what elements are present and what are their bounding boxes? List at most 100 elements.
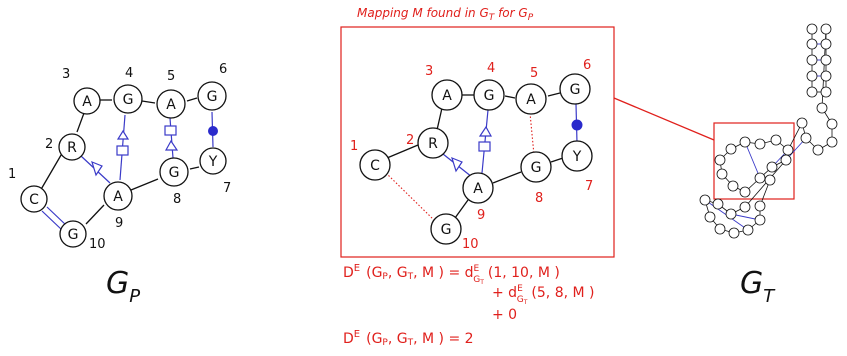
map-missing-1-10 bbox=[385, 172, 437, 223]
gp-node-letter: R bbox=[67, 140, 77, 156]
map-index-6: 6 bbox=[583, 58, 591, 73]
map-node-1: C bbox=[359, 149, 391, 181]
gp-square-5-8 bbox=[164, 125, 177, 136]
gp-edge-8-7 bbox=[189, 166, 200, 170]
gp-node-7: Y bbox=[199, 147, 227, 175]
map-square-4-9 bbox=[478, 141, 491, 152]
gp-node-6: G bbox=[197, 81, 227, 111]
gt-node bbox=[770, 134, 782, 146]
gp-triangle-2-9 bbox=[91, 160, 103, 177]
map-edge-1-2 bbox=[386, 144, 419, 159]
gt-node bbox=[699, 194, 711, 206]
map-node-letter: A bbox=[473, 181, 483, 197]
map-node-5: A bbox=[515, 83, 547, 115]
map-edge-9-8 bbox=[492, 171, 522, 184]
map-missing-5-8 bbox=[529, 112, 535, 156]
map-node-7: Y bbox=[561, 140, 593, 172]
gt-edge bbox=[744, 159, 787, 208]
map-node-3: A bbox=[431, 79, 463, 111]
gt-node bbox=[806, 54, 818, 66]
map-edge-4-5 bbox=[504, 95, 516, 99]
gt-node bbox=[742, 224, 754, 236]
gp-node-5: A bbox=[156, 89, 186, 119]
map-node-6: G bbox=[559, 73, 591, 105]
map-node-letter: G bbox=[441, 222, 452, 238]
map-index-2: 2 bbox=[406, 133, 414, 148]
gp-edge-9-8 bbox=[130, 178, 159, 191]
gt-node bbox=[754, 200, 766, 212]
gp-edge-9-10 bbox=[85, 204, 105, 225]
gp-triangle-4-9 bbox=[116, 129, 130, 140]
map-node-letter: R bbox=[428, 136, 438, 152]
gt-node bbox=[716, 168, 728, 180]
gt-pair bbox=[744, 141, 761, 179]
gt-node bbox=[820, 86, 832, 98]
gt-node bbox=[766, 161, 778, 173]
map-index-1: 1 bbox=[350, 139, 358, 154]
gp-node-1: C bbox=[20, 185, 48, 213]
gp-node-letter: Y bbox=[208, 154, 218, 170]
gp-node-2: R bbox=[58, 133, 86, 161]
map-triangle-2-9 bbox=[451, 156, 463, 173]
gt-node bbox=[764, 174, 776, 186]
map-index-10: 10 bbox=[462, 237, 479, 252]
gt-node bbox=[806, 70, 818, 82]
gt-node bbox=[727, 180, 739, 192]
gp-pair-1-10-a bbox=[41, 210, 63, 231]
gp-edge-4-5 bbox=[141, 100, 156, 104]
map-edge-8-7 bbox=[550, 157, 564, 163]
gp-index-2: 2 bbox=[45, 137, 53, 152]
gt-node bbox=[739, 186, 751, 198]
map-edge-2-3 bbox=[436, 107, 443, 131]
formula-line-3: + 0 bbox=[492, 307, 517, 323]
mapping-panel: Mapping M found in GT for GP C R A G A G… bbox=[340, 6, 615, 258]
gt-node bbox=[820, 23, 832, 35]
gp-node-letter: C bbox=[29, 192, 39, 208]
map-node-10: G bbox=[430, 213, 462, 245]
map-index-5: 5 bbox=[530, 66, 538, 81]
gt-node bbox=[826, 118, 838, 130]
map-triangle-4-9 bbox=[478, 125, 493, 137]
gp-node-10: G bbox=[59, 220, 87, 248]
gp-node-letter: G bbox=[207, 89, 218, 105]
gt-node bbox=[806, 23, 818, 35]
gt-node bbox=[806, 38, 818, 50]
map-node-letter: A bbox=[526, 92, 536, 108]
gt-node bbox=[704, 211, 716, 223]
gp-node-4: G bbox=[113, 84, 143, 114]
gp-node-letter: G bbox=[169, 165, 180, 181]
gp-index-4: 4 bbox=[125, 66, 133, 81]
gp-edge-5-6 bbox=[186, 97, 198, 102]
gt-node bbox=[806, 86, 818, 98]
gp-index-5: 5 bbox=[167, 69, 175, 84]
zoom-connector bbox=[613, 97, 715, 141]
map-dot-6-7 bbox=[571, 119, 583, 131]
map-index-7: 7 bbox=[585, 179, 593, 194]
gp-pair-1-10-b bbox=[46, 206, 68, 227]
gt-node bbox=[820, 38, 832, 50]
gp-node-9: A bbox=[103, 181, 133, 211]
gt-node bbox=[796, 117, 808, 129]
mapping-box bbox=[340, 26, 615, 258]
gt-node bbox=[739, 136, 751, 148]
graph-t: GT bbox=[699, 23, 838, 307]
map-node-4: G bbox=[473, 79, 505, 111]
map-index-3: 3 bbox=[425, 64, 433, 79]
map-index-9: 9 bbox=[477, 208, 485, 223]
gp-index-1: 1 bbox=[8, 167, 16, 182]
map-node-letter: G bbox=[531, 160, 542, 176]
gp-pair-5-8 bbox=[169, 117, 174, 159]
map-node-letter: G bbox=[484, 88, 495, 104]
gt-node bbox=[754, 172, 766, 184]
gt-node bbox=[725, 143, 737, 155]
map-edge-5-6 bbox=[547, 92, 561, 97]
gt-node bbox=[714, 223, 726, 235]
map-node-letter: G bbox=[570, 82, 581, 98]
gt-node bbox=[820, 54, 832, 66]
gp-node-letter: G bbox=[123, 92, 134, 108]
map-node-8: G bbox=[520, 151, 552, 183]
